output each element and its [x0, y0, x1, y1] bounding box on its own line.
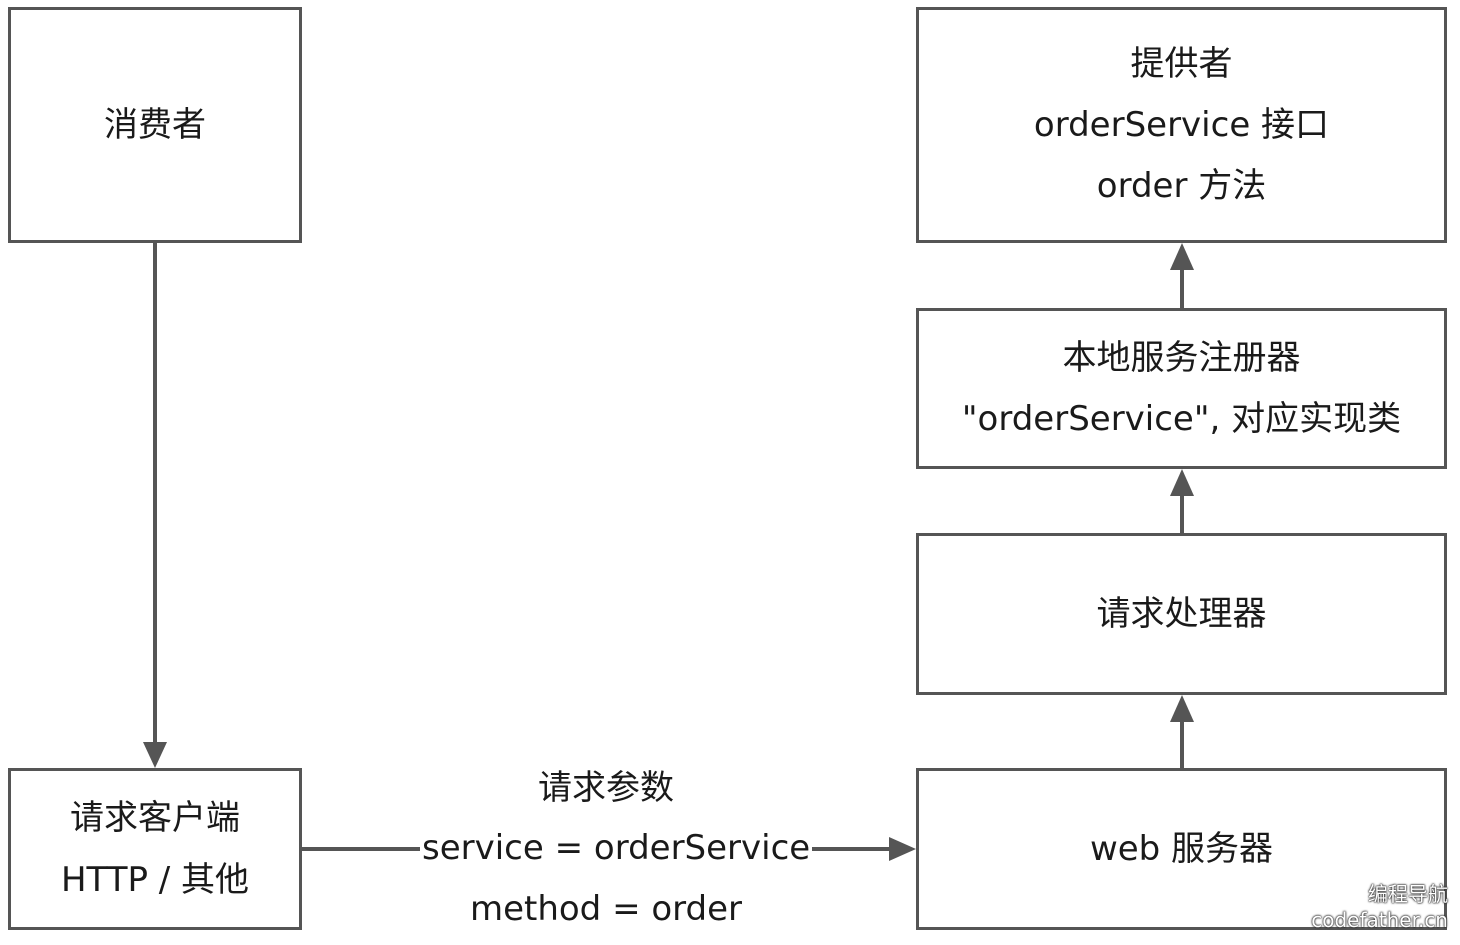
arrowhead-consumer-to-client	[143, 742, 167, 768]
request-client-label: 请求客户端	[70, 798, 240, 838]
request-params-title: 请求参数	[538, 768, 674, 808]
arrowhead-registry-to-provider	[1170, 243, 1194, 270]
provider-method: order 方法	[1096, 165, 1267, 206]
provider-label: 提供者	[1130, 43, 1233, 84]
request-handler-label: 请求处理器	[1096, 593, 1267, 634]
local-registry-label: 本地服务注册器	[1062, 337, 1301, 378]
consumer-label: 消费者	[104, 104, 206, 145]
arrowhead-handler-to-registry	[1170, 469, 1194, 496]
request-client-protocol: HTTP / 其他	[60, 860, 250, 900]
request-params-service-row: service = orderService	[420, 826, 813, 870]
watermark-domain: codefather.cn	[1311, 908, 1448, 932]
provider-interface: orderService 接口	[1033, 104, 1330, 145]
arrowhead-client-to-web	[889, 837, 916, 861]
local-registry-mapping: "orderService", 对应实现类	[961, 398, 1402, 439]
watermark: 编程导航 codefather.cn	[1311, 881, 1448, 933]
request-params-service: service = orderService	[420, 828, 813, 868]
request-handler-node: 请求处理器	[916, 533, 1447, 695]
request-client-node: 请求客户端 HTTP / 其他	[8, 768, 302, 930]
request-params-method: method = order	[469, 889, 743, 929]
web-server-node: web 服务器	[916, 768, 1447, 930]
consumer-node: 消费者	[8, 7, 302, 243]
watermark-title: 编程导航	[1368, 882, 1448, 906]
arrowhead-web-to-handler	[1170, 695, 1194, 722]
provider-node: 提供者 orderService 接口 order 方法	[916, 7, 1447, 243]
web-server-label: web 服务器	[1089, 828, 1274, 869]
local-registry-node: 本地服务注册器 "orderService", 对应实现类	[916, 308, 1447, 469]
